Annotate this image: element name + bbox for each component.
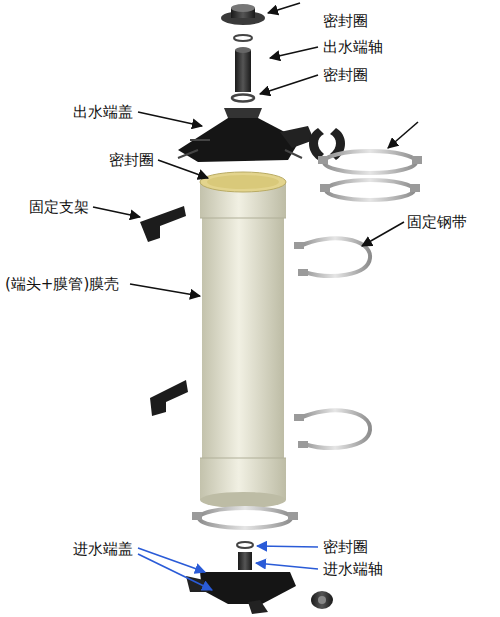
part-label: 进水端轴 [322, 560, 384, 578]
part-label: 出水端轴 [322, 38, 384, 56]
part-label: 出水端盖 [72, 103, 134, 121]
part-label: 进水端盖 [72, 540, 134, 558]
part-label: 密封圈 [108, 151, 155, 169]
part-label: 密封圈 [322, 66, 369, 84]
part-label: 固定支架 [28, 198, 90, 216]
part-label: 密封圈 [322, 12, 369, 30]
part-label: 固定钢带 [406, 213, 468, 231]
part-label: 密封圈 [322, 538, 369, 556]
part-label: (端头+膜管)膜壳 [4, 275, 120, 293]
